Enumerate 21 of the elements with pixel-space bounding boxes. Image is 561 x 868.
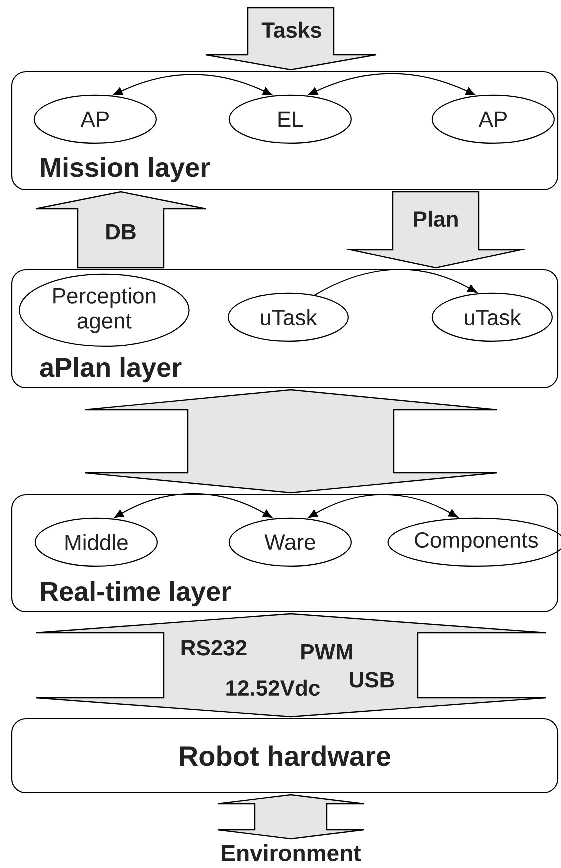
edge-label: DB — [104, 223, 138, 241]
block-arrow — [35, 191, 207, 269]
endpoint-label: Environment — [222, 844, 362, 862]
arrow — [114, 493, 273, 518]
interface-label: USB — [348, 671, 396, 689]
interface-label: 12.52Vdc — [224, 678, 322, 698]
arrow — [308, 494, 458, 518]
interface-label: RS232 — [179, 639, 249, 657]
edge-label: Plan — [412, 210, 460, 228]
block-arrow — [84, 389, 498, 494]
arrow — [113, 74, 273, 96]
edge-label: Tasks — [260, 20, 324, 40]
interface-label: PWM — [299, 643, 355, 661]
layer-title: Mission layer — [41, 157, 210, 183]
block-arrow — [217, 794, 365, 840]
layer-title: Real-time layer — [41, 581, 232, 607]
block-arrow — [345, 191, 527, 269]
arrow — [314, 269, 478, 296]
layer-title: aPlan layer — [40, 357, 182, 383]
hardware-box: Robot hardware — [11, 718, 559, 794]
arrow — [308, 73, 476, 96]
